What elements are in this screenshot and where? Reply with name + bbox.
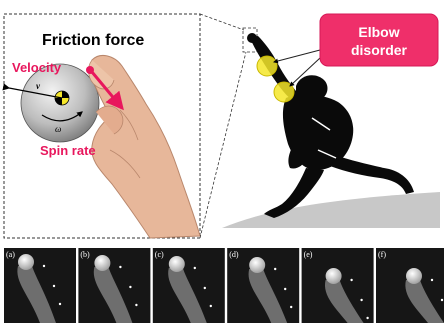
tracking-marker-icon [135,304,137,306]
zoom-connector-bottom [200,52,246,238]
tracking-marker-icon [194,267,196,269]
tracking-marker-icon [366,317,368,319]
frame-3: (c) [153,248,225,323]
tracking-marker-icon [43,265,45,267]
frame-label: (a) [6,250,15,259]
frame-label: (b) [80,250,90,259]
frame-strip: (a) (b) (c) (d) (e) (f) [4,248,444,323]
frame-label: (c) [155,250,164,259]
frame-2: (b) [78,248,150,323]
tracking-marker-icon [441,299,443,301]
frame-ball-icon [18,254,34,270]
callout-box [320,14,438,66]
frame-ball-icon [94,255,110,271]
frame-label: (f) [378,250,386,259]
tracking-marker-icon [360,299,362,301]
tracking-marker-icon [129,286,131,288]
frame-ball-icon [406,268,422,284]
tracking-marker-icon [119,266,121,268]
tracking-marker-icon [53,285,55,287]
frame-ball-icon [169,256,185,272]
frame-label: (e) [304,250,313,259]
frame-ball-icon [249,257,265,273]
frame-ball-icon [326,268,342,284]
wrist-joint-marker [257,56,277,76]
tracking-marker-icon [274,268,276,270]
tracking-marker-icon [350,279,352,281]
pitcher-ball-icon [247,33,257,43]
omega-symbol: ω [55,124,61,134]
inset-panel: Friction force v ω Velocity Spin rate [4,14,200,238]
callout-line2: disorder [351,42,408,58]
tracking-marker-icon [204,287,206,289]
tracking-marker-icon [284,288,286,290]
pitching-mound [222,192,440,228]
elbow-disorder-callout: Elbow disorder [274,14,438,86]
callout-arrow-upper [274,50,320,62]
frame-1: (a) [4,248,76,323]
callout-line1: Elbow [358,24,399,40]
spin-rate-label: Spin rate [40,143,96,158]
tracking-marker-icon [210,305,212,307]
frame-label: (d) [229,250,239,259]
tracking-marker-icon [59,303,61,305]
frame-5: (e) [302,248,374,323]
velocity-label: Velocity [12,60,62,75]
zoom-connector-top [200,14,244,30]
frame-6: (f) [376,248,444,323]
friction-force-label: Friction force [42,32,144,49]
frame-4: (d) [227,248,299,323]
tracking-marker-icon [431,279,433,281]
tracking-marker-icon [290,306,292,308]
